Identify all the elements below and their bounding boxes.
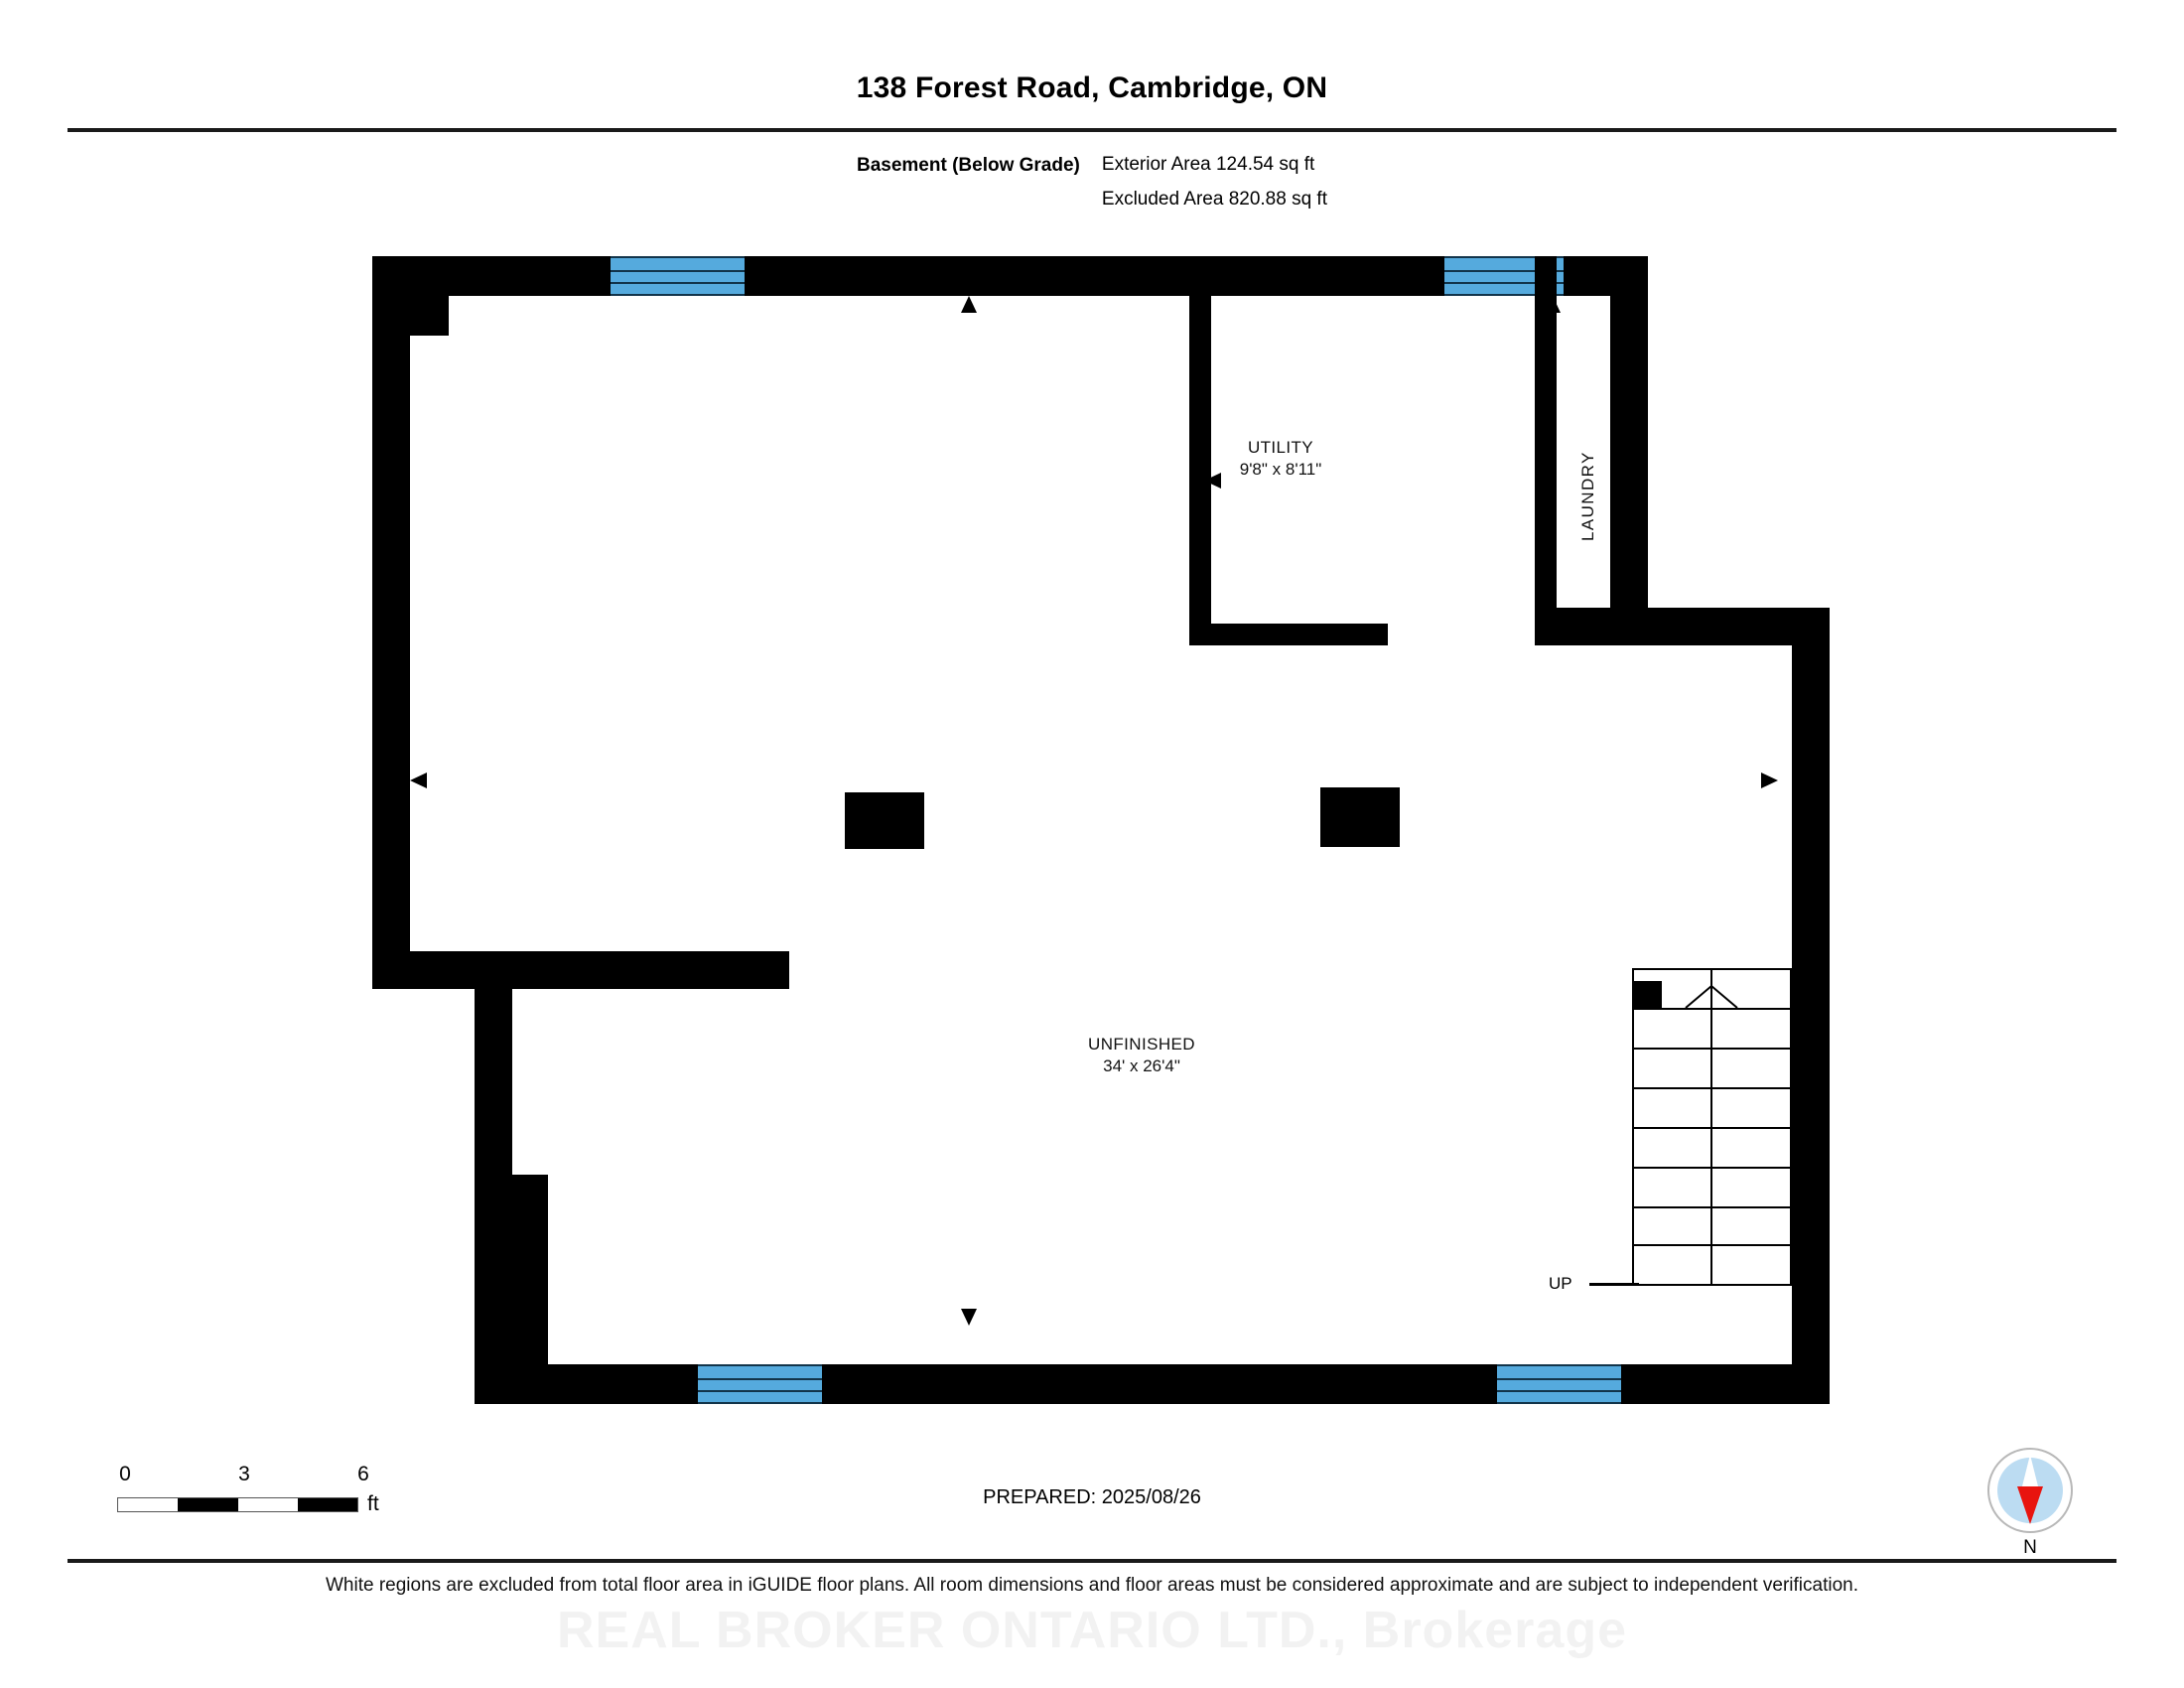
window-bottom-right xyxy=(1497,1364,1621,1404)
stair-tread xyxy=(1632,1206,1792,1208)
scale-segment xyxy=(237,1498,298,1511)
exterior-area-text: Exterior Area 124.54 sq ft xyxy=(1101,154,1315,175)
wall-right-lower xyxy=(1792,608,1830,1404)
wall-step-horizontal xyxy=(372,951,789,989)
wall-partition-laundry-bottom xyxy=(1535,608,1648,645)
stair-up-label: UP xyxy=(1549,1274,1572,1293)
wall-right-upper xyxy=(1610,256,1648,626)
window-top-left xyxy=(611,256,745,296)
scale-tick-3: 3 xyxy=(238,1463,250,1485)
dim-arrow-utility-right xyxy=(1537,473,1554,489)
window-bottom-left xyxy=(698,1364,822,1404)
room-label-laundry: LAUNDRY xyxy=(1578,451,1597,541)
level-name: Basement (Below Grade) xyxy=(856,155,1080,176)
dim-arrow-utility-left xyxy=(1204,473,1221,489)
page-title: 138 Forest Road, Cambridge, ON xyxy=(856,71,1328,104)
room-label-utility: UTILITY 9'8" x 8'11" xyxy=(1181,437,1380,482)
stair-tread xyxy=(1632,1048,1792,1050)
disclaimer-text: White regions are excluded from total fl… xyxy=(325,1575,1859,1596)
excluded-area-text: Excluded Area 820.88 sq ft xyxy=(1101,189,1327,210)
dim-arrow-top-laundry xyxy=(1545,296,1561,313)
stair-up-leader-line xyxy=(1589,1283,1639,1286)
dim-arrow-unfinished-right xyxy=(1761,773,1778,788)
compass-rose-icon xyxy=(1987,1448,2073,1533)
scale-tick-0: 0 xyxy=(119,1463,131,1485)
scale-bar xyxy=(117,1497,358,1512)
support-pillar-left xyxy=(845,792,924,849)
stair-tread xyxy=(1632,1167,1792,1169)
scale-segment xyxy=(118,1498,179,1511)
staircase xyxy=(1632,968,1792,1286)
compass-north-label: N xyxy=(2023,1537,2037,1558)
wall-partition-laundry-left xyxy=(1535,256,1557,645)
stair-tread xyxy=(1632,1008,1792,1010)
footer-divider xyxy=(68,1559,2116,1563)
wall-bottom-mid xyxy=(822,1364,1497,1404)
wall-partition-utility-bottom xyxy=(1189,624,1388,645)
stair-direction-arrow-icon xyxy=(1685,984,1738,1009)
dim-arrow-unfinished-left xyxy=(410,773,427,788)
dim-arrow-top-unfinished xyxy=(961,296,977,313)
prepared-date: PREPARED: 2025/08/26 xyxy=(983,1486,1201,1508)
scale-unit-label: ft xyxy=(367,1492,379,1515)
scale-segment xyxy=(297,1498,357,1511)
scale-segment xyxy=(178,1498,238,1511)
stair-tread xyxy=(1632,1127,1792,1129)
wall-step-vertical xyxy=(475,951,512,1194)
dim-arrow-laundry-bottom xyxy=(1537,609,1553,626)
room-label-unfinished: UNFINISHED 34' x 26'4" xyxy=(1013,1034,1271,1078)
title-divider xyxy=(68,128,2116,132)
wall-left-upper xyxy=(372,256,410,989)
wall-top-mid xyxy=(745,256,1444,296)
support-pillar-right xyxy=(1320,787,1400,847)
room-dimensions-utility: 9'8" x 8'11" xyxy=(1239,460,1322,480)
brokerage-watermark: REAL BROKER ONTARIO LTD., Brokerage xyxy=(557,1602,1627,1659)
wall-partition-utility-left xyxy=(1189,256,1211,645)
room-name-utility: UTILITY xyxy=(1247,438,1314,457)
dim-arrow-bottom-unfinished xyxy=(961,1309,977,1326)
stair-newel-post xyxy=(1634,981,1662,1009)
scale-tick-6: 6 xyxy=(357,1463,369,1485)
scale-bar-ticks: 0 3 6 xyxy=(111,1463,389,1488)
stair-tread xyxy=(1632,1087,1792,1089)
room-dimensions-unfinished: 34' x 26'4" xyxy=(1103,1056,1180,1076)
stair-tread xyxy=(1632,1244,1792,1246)
level-summary: Basement (Below Grade) Exterior Area 124… xyxy=(0,154,2184,211)
room-name-unfinished: UNFINISHED xyxy=(1088,1035,1195,1054)
wall-bottom-left xyxy=(475,1364,698,1404)
